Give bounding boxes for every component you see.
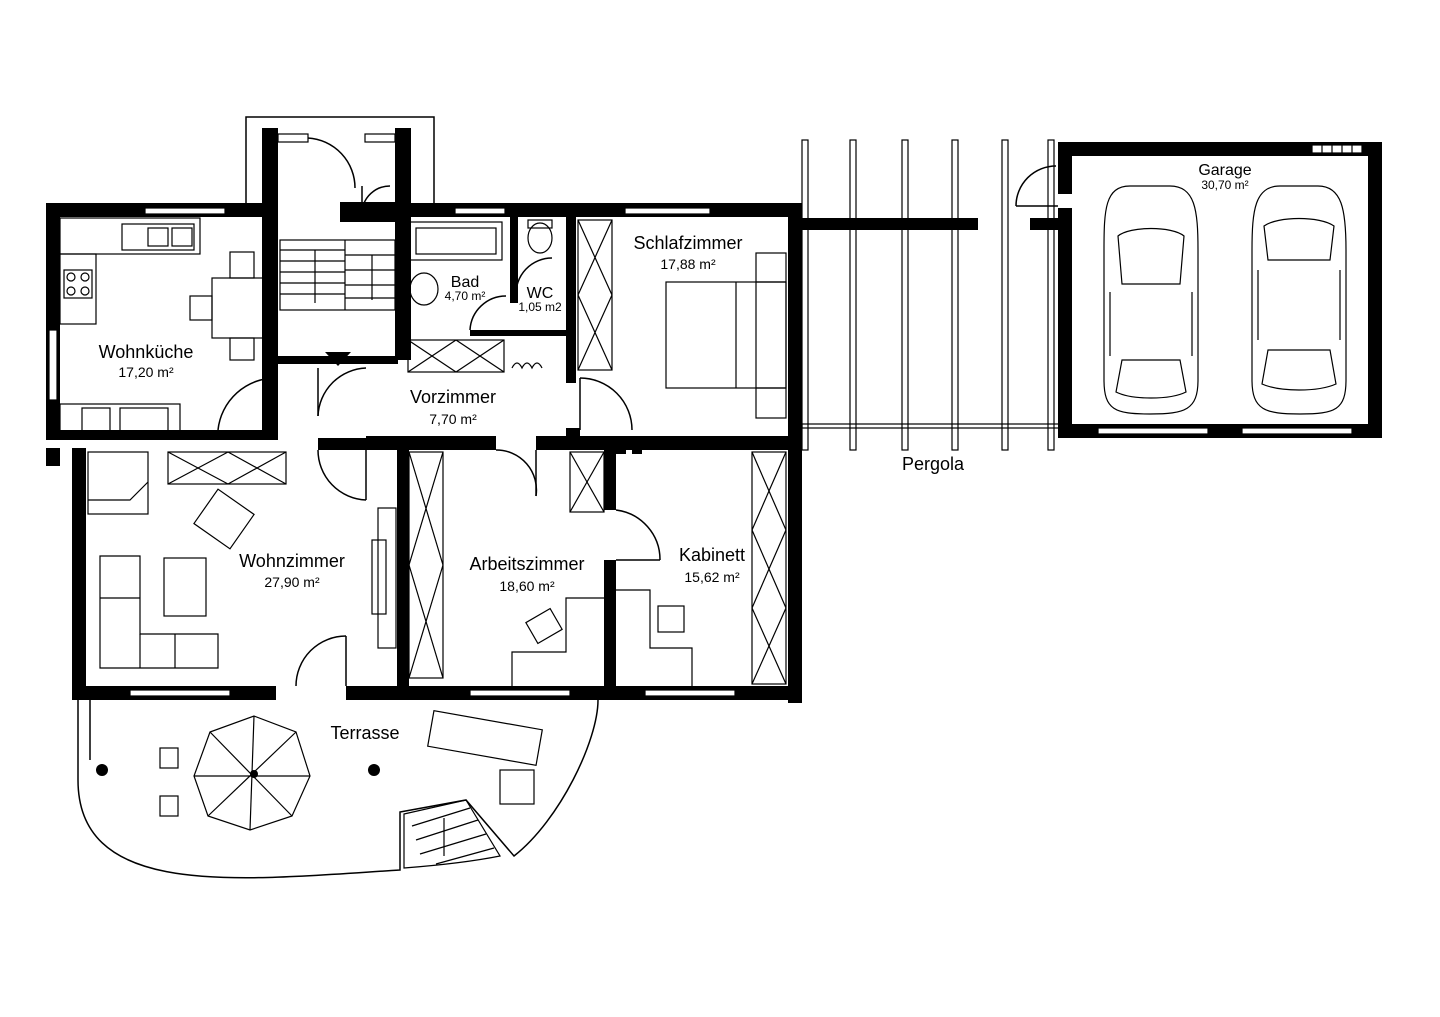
room-area-arbeitszimmer: 18,60 m² [499,578,555,594]
room-area-vorzimmer: 7,70 m² [429,411,477,427]
room-area-schlafzimmer: 17,88 m² [660,256,716,272]
cabinet-furniture [616,451,787,686]
staircase [279,239,396,366]
kitchen-furniture [59,217,273,435]
room-area-wohnkueche: 17,20 m² [118,364,174,380]
room-name-arbeitszimmer: Arbeitszimmer [469,554,584,574]
room-name-pergola: Pergola [902,454,965,474]
room-name-wohnzimmer: Wohnzimmer [239,551,345,571]
terrace [77,699,599,879]
windows [48,207,736,697]
entrance-porch [245,116,435,215]
room-name-garage: Garage [1198,162,1251,179]
room-name-bad: Bad [451,274,479,291]
room-area-wohnzimmer: 27,90 m² [264,574,320,590]
work-furniture [408,451,605,686]
room-name-terrasse: Terrasse [330,723,399,743]
bedroom-furniture [577,219,787,419]
living-furniture [87,451,397,669]
room-name-wohnkueche: Wohnküche [99,342,194,362]
room-area-garage: 30,70 m² [1201,178,1248,192]
room-area-kabinett: 15,62 m² [684,569,740,585]
room-name-wc: WC [527,285,554,302]
room-name-kabinett: Kabinett [679,545,745,565]
room-area-wc: 1,05 m2 [518,300,562,314]
room-area-bad: 4,70 m² [445,289,486,303]
room-labels: Wohnküche 17,20 m² Bad 4,70 m² WC 1,05 m… [99,162,1252,743]
room-name-vorzimmer: Vorzimmer [410,387,496,407]
doors [217,257,661,687]
garage [1015,142,1382,438]
room-name-schlafzimmer: Schlafzimmer [633,233,742,253]
bath-fixtures [407,219,553,373]
walls [46,128,802,703]
pergola [801,139,1061,451]
